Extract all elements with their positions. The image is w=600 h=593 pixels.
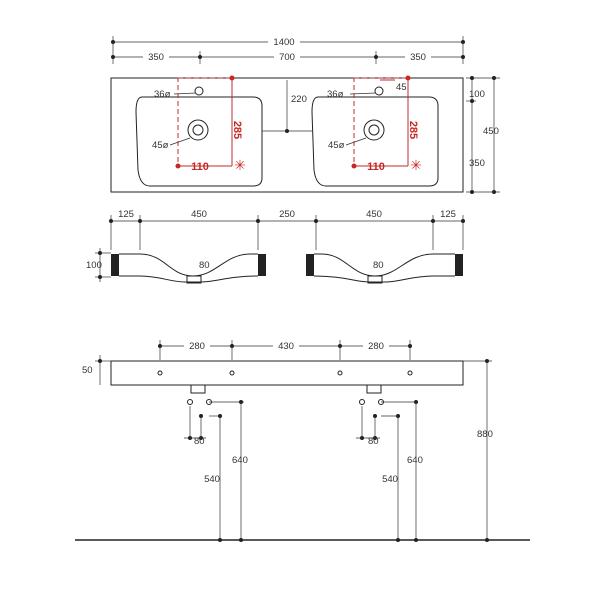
front-drain-left bbox=[190, 384, 206, 394]
right-drain-point bbox=[373, 414, 377, 418]
right-waste-outer bbox=[363, 119, 385, 141]
dim-segment-left: 350 bbox=[148, 52, 164, 63]
right-tap-offset: 45 bbox=[396, 82, 407, 93]
section-mid-left bbox=[258, 254, 266, 276]
section-view: 125 450 250 450 125 80 80 100 bbox=[86, 209, 465, 284]
left-tap-hole bbox=[194, 86, 204, 96]
dim-depth-front: 100 bbox=[469, 89, 485, 100]
dim-section-5: 125 bbox=[440, 209, 456, 220]
section-wave-right-top bbox=[314, 253, 455, 277]
right-overflow-icon: ✳ bbox=[410, 158, 422, 174]
right-height-a: 540 bbox=[382, 474, 398, 485]
left-height-a: 540 bbox=[204, 474, 220, 485]
dim-front-2: 430 bbox=[278, 341, 294, 352]
section-drain-right-label: 80 bbox=[373, 260, 384, 271]
section-wave-left-top bbox=[119, 253, 258, 277]
right-tap-hole bbox=[374, 86, 384, 96]
front-view: 280 430 280 50 880 bbox=[75, 340, 530, 542]
front-slab bbox=[110, 360, 464, 386]
left-waste-inner bbox=[192, 124, 204, 136]
dim-section-2: 450 bbox=[191, 209, 207, 220]
dim-front-1: 280 bbox=[189, 341, 205, 352]
left-drain-offset: 80 bbox=[194, 436, 205, 447]
right-tap-hole-label: 36ø bbox=[327, 89, 344, 100]
left-red-horizontal: 110 bbox=[191, 161, 209, 173]
fixing-hole-2 bbox=[229, 370, 235, 376]
dim-depth-back: 350 bbox=[469, 158, 485, 169]
dim-front-3: 280 bbox=[368, 341, 384, 352]
left-fixing-a bbox=[187, 399, 193, 405]
right-fixing-a bbox=[359, 399, 365, 405]
right-drain-offset: 80 bbox=[368, 436, 379, 447]
dim-total-height: 880 bbox=[477, 429, 493, 440]
dim-center-gap: 220 bbox=[291, 94, 307, 105]
left-waste-label: 45ø bbox=[152, 140, 169, 151]
right-red-vertical: 285 bbox=[407, 121, 419, 139]
left-height-b: 640 bbox=[232, 455, 248, 466]
left-basin bbox=[135, 96, 263, 187]
fixing-hole-1 bbox=[157, 370, 163, 376]
section-drain-left bbox=[186, 275, 202, 284]
section-mid-right bbox=[306, 254, 314, 276]
section-drain-left-label: 80 bbox=[199, 260, 210, 271]
dim-segment-middle: 700 bbox=[279, 52, 295, 63]
fixing-hole-4 bbox=[407, 370, 413, 376]
left-red-vertical: 285 bbox=[231, 121, 243, 139]
section-wave-right-bottom bbox=[313, 275, 455, 283]
section-left-end bbox=[111, 254, 119, 276]
right-waste-inner bbox=[368, 124, 380, 136]
dim-section-1: 125 bbox=[118, 209, 134, 220]
right-red-horizontal: 110 bbox=[367, 161, 385, 173]
dim-overall-width: 1400 bbox=[273, 37, 294, 48]
dim-section-height: 100 bbox=[86, 260, 102, 271]
left-waste-outer bbox=[187, 119, 209, 141]
section-right-end bbox=[455, 254, 463, 276]
left-tap-hole-label: 36ø bbox=[154, 89, 171, 100]
dim-depth-total: 450 bbox=[483, 126, 499, 137]
right-waste-label: 45ø bbox=[328, 140, 345, 151]
top-outline bbox=[110, 77, 464, 193]
section-drain-right bbox=[367, 275, 383, 284]
front-drain-right bbox=[366, 384, 382, 394]
right-basin bbox=[311, 96, 439, 187]
dim-section-3: 250 bbox=[279, 209, 295, 220]
dim-section-4: 450 bbox=[366, 209, 382, 220]
fixing-hole-3 bbox=[337, 370, 343, 376]
dim-front-thickness: 50 bbox=[82, 365, 93, 376]
section-wave-left-bottom bbox=[119, 275, 259, 283]
right-height-b: 640 bbox=[407, 455, 423, 466]
left-overflow-icon: ✳ bbox=[234, 158, 246, 174]
left-red-zone bbox=[177, 77, 233, 167]
left-drain-point bbox=[199, 414, 203, 418]
top-view: 1400 350 700 350 220 36ø 45ø bbox=[110, 36, 500, 194]
dim-segment-right: 350 bbox=[410, 52, 426, 63]
